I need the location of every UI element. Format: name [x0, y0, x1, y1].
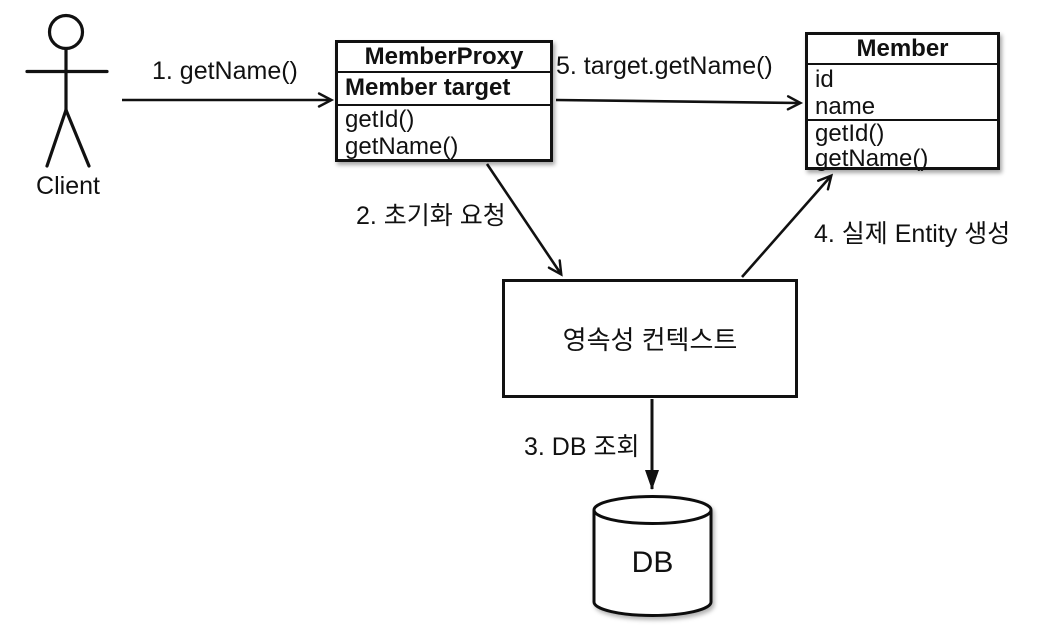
actor-label: Client [36, 172, 100, 200]
arrow-2-proxy-to-persistence [485, 163, 563, 277]
memberproxy-methods: getId() getName() [338, 106, 550, 160]
persistence-context-box: 영속성 컨텍스트 [502, 279, 798, 398]
stick-figure-icon [25, 13, 109, 168]
class-box-member: Member id name getId() getName() [805, 32, 1000, 171]
message-3-label: 3. DB 조회 [524, 433, 640, 461]
memberproxy-field-target: Member target [345, 74, 511, 101]
memberproxy-method-getname: getName() [345, 133, 459, 160]
database-cylinder-icon [592, 495, 713, 617]
database-label: DB [631, 546, 674, 579]
message-4-label: 4. 실제 Entity 생성 [814, 220, 1011, 248]
member-field-id: id [815, 66, 834, 93]
arrow-4-persistence-to-member [741, 173, 834, 278]
message-1-label: 1. getName() [152, 57, 298, 85]
memberproxy-fields: Member target [338, 73, 550, 106]
class-box-memberproxy: MemberProxy Member target getId() getNam… [335, 40, 553, 162]
member-fields: id name [808, 65, 997, 121]
member-field-name: name [815, 93, 876, 120]
arrow-5-proxy-to-member [555, 95, 804, 111]
persistence-context-label: 영속성 컨텍스트 [562, 325, 738, 355]
member-method-getid: getId() [815, 120, 885, 147]
member-title: Member [808, 35, 997, 65]
message-2-label: 2. 초기화 요청 [356, 202, 506, 230]
message-5-label: 5. target.getName() [556, 52, 773, 80]
memberproxy-method-getid: getId() [345, 106, 415, 133]
memberproxy-title: MemberProxy [338, 43, 550, 73]
member-method-getname: getName() [815, 145, 929, 172]
member-methods: getId() getName() [808, 121, 997, 171]
